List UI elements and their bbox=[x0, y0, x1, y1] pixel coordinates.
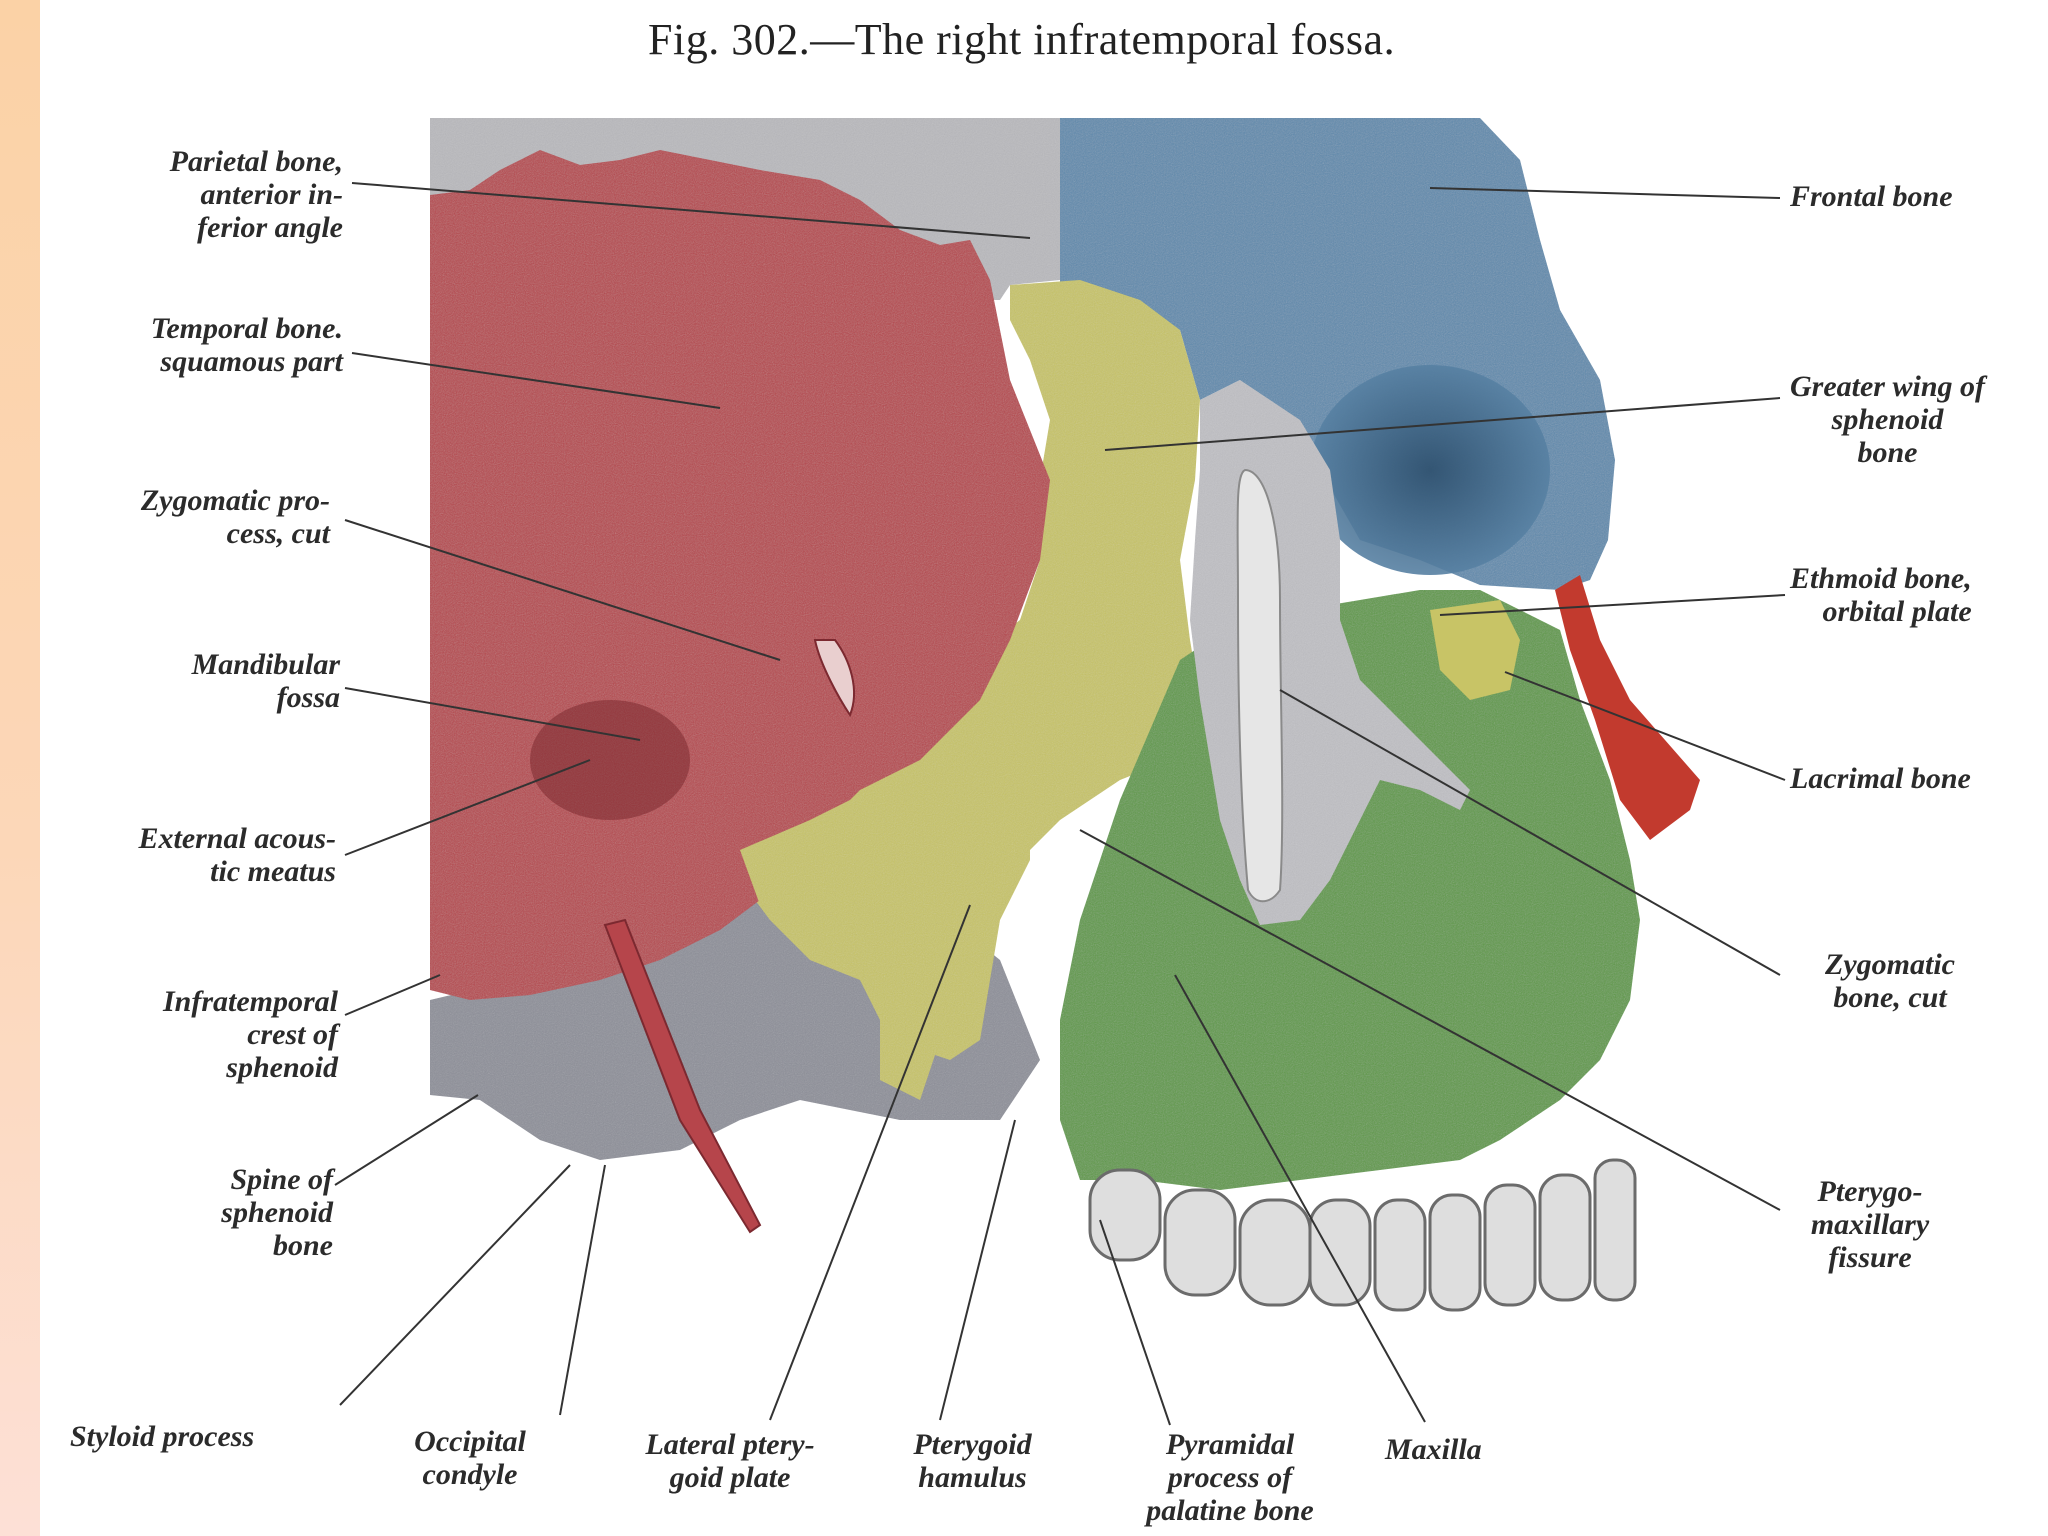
label-maxilla: Maxilla bbox=[1385, 1433, 1482, 1466]
maxilla bbox=[1060, 590, 1640, 1190]
leader-infratemporal-crest bbox=[344, 974, 441, 1016]
figure-title: Fig. 302.—The right infratemporal fossa. bbox=[648, 15, 1396, 64]
leader-zygomatic-bone bbox=[1279, 689, 1781, 976]
tooth bbox=[1088, 1168, 1162, 1262]
label-temporal: Temporal bone. squamous part bbox=[150, 312, 343, 378]
label-spine-sphenoid: Spine of sphenoid bone bbox=[221, 1163, 333, 1262]
leader-lines bbox=[334, 182, 1786, 1426]
label-pyramidal: Pyramidal process of palatine bone bbox=[1146, 1428, 1314, 1527]
leader-mandibular-fossa bbox=[344, 687, 641, 741]
leader-frontal bbox=[1429, 187, 1781, 199]
leader-pterygoid-hamulus bbox=[939, 1119, 1016, 1421]
label-lateral-pterygoid: Lateral ptery- goid plate bbox=[645, 1428, 815, 1494]
tooth bbox=[1163, 1188, 1237, 1297]
tooth bbox=[1593, 1158, 1637, 1302]
zygomatic-cut-surface bbox=[1236, 468, 1284, 903]
tooth bbox=[1238, 1198, 1312, 1307]
leader-occipital bbox=[559, 1164, 606, 1416]
left-gradient-band bbox=[0, 0, 40, 1536]
leader-pyramidal bbox=[1099, 1219, 1171, 1426]
tooth bbox=[1428, 1193, 1482, 1312]
leader-parietal bbox=[351, 182, 1031, 239]
leader-spine-sphenoid bbox=[334, 1094, 479, 1186]
label-external-acoustic: External acous- tic meatus bbox=[138, 822, 336, 888]
label-styloid: Styloid process bbox=[70, 1420, 255, 1453]
ethmoid-orbital-plate bbox=[1430, 600, 1520, 700]
label-frontal: Frontal bone bbox=[1790, 180, 1953, 213]
label-mandibular-fossa: Mandibular fossa bbox=[191, 648, 340, 714]
label-pterygomaxillary: Pterygo- maxillary fissure bbox=[1810, 1175, 1930, 1274]
figure-caption: Fig. 302.—The right infratemporal fossa. bbox=[0, 8, 2048, 78]
label-ethmoid: Ethmoid bone, orbital plate bbox=[1790, 562, 1972, 628]
label-greater-wing: Greater wing of sphenoid bone bbox=[1790, 370, 1985, 469]
leader-zygomatic-process bbox=[344, 519, 781, 661]
leader-styloid bbox=[339, 1164, 571, 1406]
label-zygomatic-bone: Zygomatic bone, cut bbox=[1825, 948, 1955, 1014]
leader-pterygomaxillary bbox=[1079, 829, 1781, 1211]
teeth-row bbox=[1088, 1158, 1637, 1312]
label-infratemporal-crest: Infratemporal crest of sphenoid bbox=[162, 985, 338, 1084]
styloid-process-shape bbox=[603, 918, 762, 1234]
tooth bbox=[1373, 1198, 1427, 1312]
leader-maxilla bbox=[1174, 974, 1426, 1423]
orbit-shadow bbox=[1310, 365, 1550, 575]
mandibular-fossa-shadow bbox=[530, 700, 690, 820]
label-lacrimal: Lacrimal bone bbox=[1790, 762, 1971, 795]
label-zygomatic-process: Zygomatic pro- cess, cut bbox=[140, 484, 330, 550]
leader-temporal bbox=[351, 352, 721, 409]
label-pterygoid-hamulus: Pterygoid hamulus bbox=[913, 1428, 1032, 1494]
leader-lateral-pterygoid bbox=[769, 904, 971, 1421]
leader-external-acoustic bbox=[344, 759, 591, 856]
leader-lacrimal bbox=[1504, 671, 1786, 781]
tooth bbox=[1538, 1173, 1592, 1302]
lacrimal-bone bbox=[1555, 575, 1700, 840]
zygomatic-process-cut bbox=[813, 639, 856, 718]
label-parietal: Parietal bone, anterior in- ferior angle bbox=[169, 145, 343, 244]
lateral-pterygoid-plate-shape bbox=[740, 760, 1030, 1060]
leader-greater-wing bbox=[1104, 397, 1781, 451]
leader-ethmoid bbox=[1439, 594, 1786, 616]
tooth bbox=[1483, 1183, 1537, 1307]
tooth bbox=[1308, 1198, 1372, 1307]
label-occipital: Occipital condyle bbox=[414, 1425, 526, 1491]
